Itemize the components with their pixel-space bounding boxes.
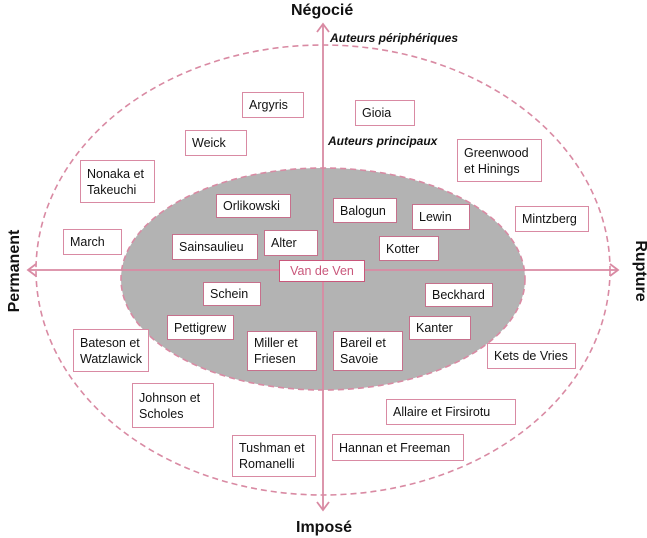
author-box: Pettigrew xyxy=(167,315,234,340)
author-box: Kets de Vries xyxy=(487,343,576,369)
author-box: Hannan et Freeman xyxy=(332,434,464,461)
arrow-bottom-head xyxy=(316,501,330,512)
arrow-left-head xyxy=(26,263,37,277)
author-box: Bareil et Savoie xyxy=(333,331,403,371)
author-box: Kotter xyxy=(379,236,439,261)
arrow-top-head xyxy=(316,22,330,33)
author-box: Balogun xyxy=(333,198,397,223)
axis-label-permanent: Permanent xyxy=(6,229,23,313)
author-box: Argyris xyxy=(242,92,304,118)
author-box: Alter xyxy=(264,230,318,256)
author-box: Allaire et Firsirotu xyxy=(386,399,516,425)
author-box: Schein xyxy=(203,282,261,306)
author-box: March xyxy=(63,229,122,255)
author-box-van-de-ven: Van de Ven xyxy=(279,260,365,282)
author-box: Sainsaulieu xyxy=(172,234,258,260)
author-box: Weick xyxy=(185,130,247,156)
arrow-right-head xyxy=(609,263,620,277)
author-box: Orlikowski xyxy=(216,194,291,218)
author-box: Nonaka et Takeuchi xyxy=(80,160,155,203)
axis-label-rupture: Rupture xyxy=(632,240,647,302)
author-box: Lewin xyxy=(412,204,470,230)
author-box: Kanter xyxy=(409,316,471,340)
axis-label-impose: Imposé xyxy=(296,519,353,536)
author-box: Mintzberg xyxy=(515,206,589,232)
author-box: Bateson et Watzlawick xyxy=(73,329,149,372)
author-box: Johnson et Scholes xyxy=(132,383,214,428)
author-box: Gioia xyxy=(355,100,415,126)
region-label-peripheral: Auteurs périphériques xyxy=(330,31,459,45)
axis-label-negocie: Négocié xyxy=(291,2,354,19)
author-box: Miller et Friesen xyxy=(247,331,317,371)
region-label-principal: Auteurs principaux xyxy=(328,134,438,148)
author-box: Greenwood et Hinings xyxy=(457,139,542,182)
author-box: Beckhard xyxy=(425,283,493,307)
author-box: Tushman et Romanelli xyxy=(232,435,316,477)
